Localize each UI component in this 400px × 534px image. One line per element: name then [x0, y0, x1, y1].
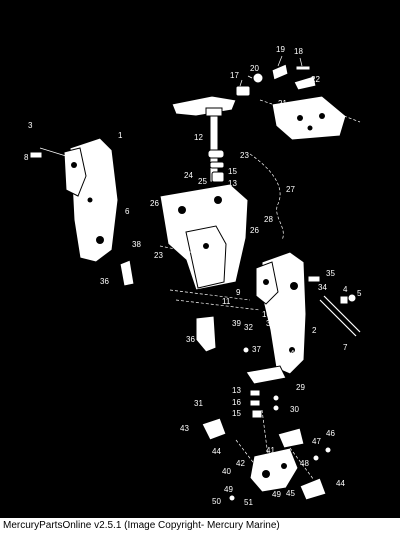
- callout-38: 38: [132, 240, 141, 249]
- callout-19: 19: [276, 45, 285, 54]
- callout-15b: 15: [232, 409, 241, 418]
- tilt-tube: [307, 275, 361, 337]
- callout-32: 32: [244, 323, 253, 332]
- right-clamp-bracket: [255, 251, 307, 375]
- callout-7: 7: [343, 343, 348, 352]
- callout-43: 43: [180, 424, 189, 433]
- callout-24: 24: [184, 171, 193, 180]
- left-clamp-bracket: [29, 137, 119, 263]
- callout-17: 17: [230, 71, 239, 80]
- callout-11: 11: [222, 297, 231, 306]
- callout-26b: 26: [250, 226, 259, 235]
- callout-42: 42: [236, 459, 245, 468]
- callout-49a: 49: [224, 485, 233, 494]
- callout-18: 18: [294, 47, 303, 56]
- callout-23a: 23: [240, 151, 249, 160]
- exploded-parts-diagram: 1 2 3 4 5 6 7 8 9 10 11 12 13 13 14 15 1…: [24, 45, 362, 507]
- callout-10: 10: [262, 310, 271, 319]
- callout-4: 4: [343, 285, 348, 294]
- callout-29: 29: [296, 383, 305, 392]
- lower-mount-bracket: [201, 409, 332, 502]
- callout-46: 46: [326, 429, 335, 438]
- callout-12: 12: [194, 133, 203, 142]
- callout-23b: 23: [154, 251, 163, 260]
- callout-26a: 26: [150, 199, 159, 208]
- callout-15a: 15: [228, 167, 237, 176]
- callout-39: 39: [232, 319, 241, 328]
- callout-36b: 36: [186, 335, 195, 344]
- callout-40: 40: [222, 467, 231, 476]
- swivel-bracket: [159, 149, 249, 291]
- callout-48: 48: [300, 459, 309, 468]
- callout-27: 27: [286, 185, 295, 194]
- callout-2: 2: [312, 326, 317, 335]
- callout-34: 34: [318, 283, 327, 292]
- callout-16: 16: [232, 398, 241, 407]
- callout-28: 28: [264, 215, 273, 224]
- callout-25: 25: [198, 177, 207, 186]
- callout-44a: 44: [212, 447, 221, 456]
- callout-6: 6: [125, 207, 130, 216]
- callout-14: 14: [228, 191, 237, 200]
- callout-36a: 36: [100, 277, 109, 286]
- callout-13a: 13: [228, 179, 237, 188]
- callout-41a: 41: [290, 349, 299, 358]
- callout-21: 21: [278, 99, 287, 108]
- callout-8: 8: [24, 153, 29, 162]
- steering-arm: [171, 95, 237, 183]
- callout-20: 20: [250, 64, 259, 73]
- callout-33: 33: [266, 319, 275, 328]
- upper-hardware: [235, 55, 317, 97]
- callout-47: 47: [312, 437, 321, 446]
- callout-37: 37: [252, 345, 261, 354]
- callout-3: 3: [28, 121, 33, 130]
- callout-1: 1: [118, 131, 123, 140]
- callout-13b: 13: [232, 386, 241, 395]
- callout-31: 31: [194, 399, 203, 408]
- callout-22: 22: [311, 75, 320, 84]
- callout-9: 9: [236, 288, 241, 297]
- callout-50: 50: [212, 497, 221, 506]
- callout-45: 45: [286, 489, 295, 498]
- tilt-lock-lever: [119, 245, 261, 353]
- callout-49b: 49: [272, 490, 281, 499]
- callout-44b: 44: [336, 479, 345, 488]
- image-caption: MercuryPartsOnline v2.5.1 (Image Copyrig…: [0, 518, 400, 534]
- callout-5: 5: [357, 289, 362, 298]
- callout-30: 30: [290, 405, 299, 414]
- callout-51: 51: [244, 498, 253, 507]
- trim-cover-assembly: [259, 95, 361, 141]
- callout-41b: 41: [266, 446, 275, 455]
- ground-wire: [249, 153, 284, 241]
- callout-35: 35: [326, 269, 335, 278]
- lower-bracket-plate: [242, 346, 287, 419]
